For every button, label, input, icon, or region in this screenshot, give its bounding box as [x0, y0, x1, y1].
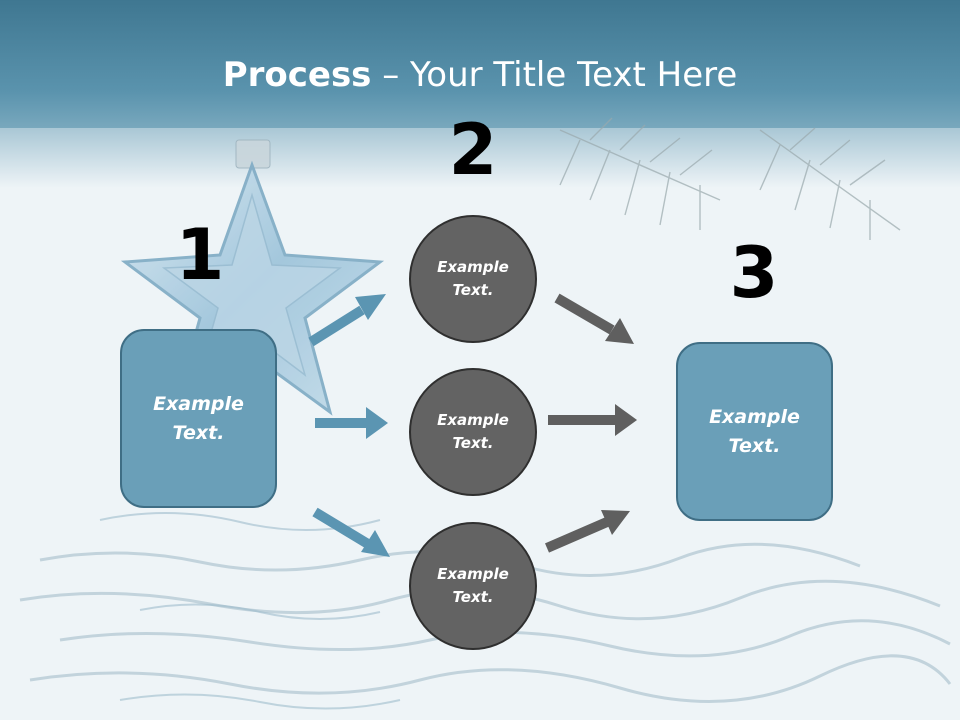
step-1-label: Example Text.: [153, 392, 244, 444]
title-bold: Process: [222, 55, 372, 95]
arrow-top-to-right: [554, 293, 634, 344]
arrow-left-to-middle: [315, 407, 388, 439]
arrow-left-to-top: [308, 294, 386, 347]
step-3-label: Example Text.: [709, 405, 800, 457]
circle-top-label: Example Text.: [437, 258, 509, 299]
step-number-2: 2: [448, 109, 498, 191]
step-1-box: Example Text.: [120, 329, 277, 508]
arrow-middle-to-right: [548, 404, 637, 436]
step-2-circle-middle: Example Text.: [409, 368, 537, 496]
step-2-circle-top: Example Text.: [409, 215, 537, 343]
step-2-circle-bottom: Example Text.: [409, 522, 537, 650]
arrow-bottom-to-right: [545, 510, 630, 553]
title-rest: – Your Title Text Here: [371, 55, 738, 95]
arrow-left-to-bottom: [312, 507, 390, 557]
circle-middle-label: Example Text.: [437, 411, 509, 452]
step-number-3: 3: [729, 232, 779, 314]
step-3-box: Example Text.: [676, 342, 833, 521]
circle-bottom-label: Example Text.: [437, 565, 509, 606]
slide-title: Process – Your Title Text Here: [0, 50, 960, 100]
step-number-1: 1: [175, 214, 225, 296]
